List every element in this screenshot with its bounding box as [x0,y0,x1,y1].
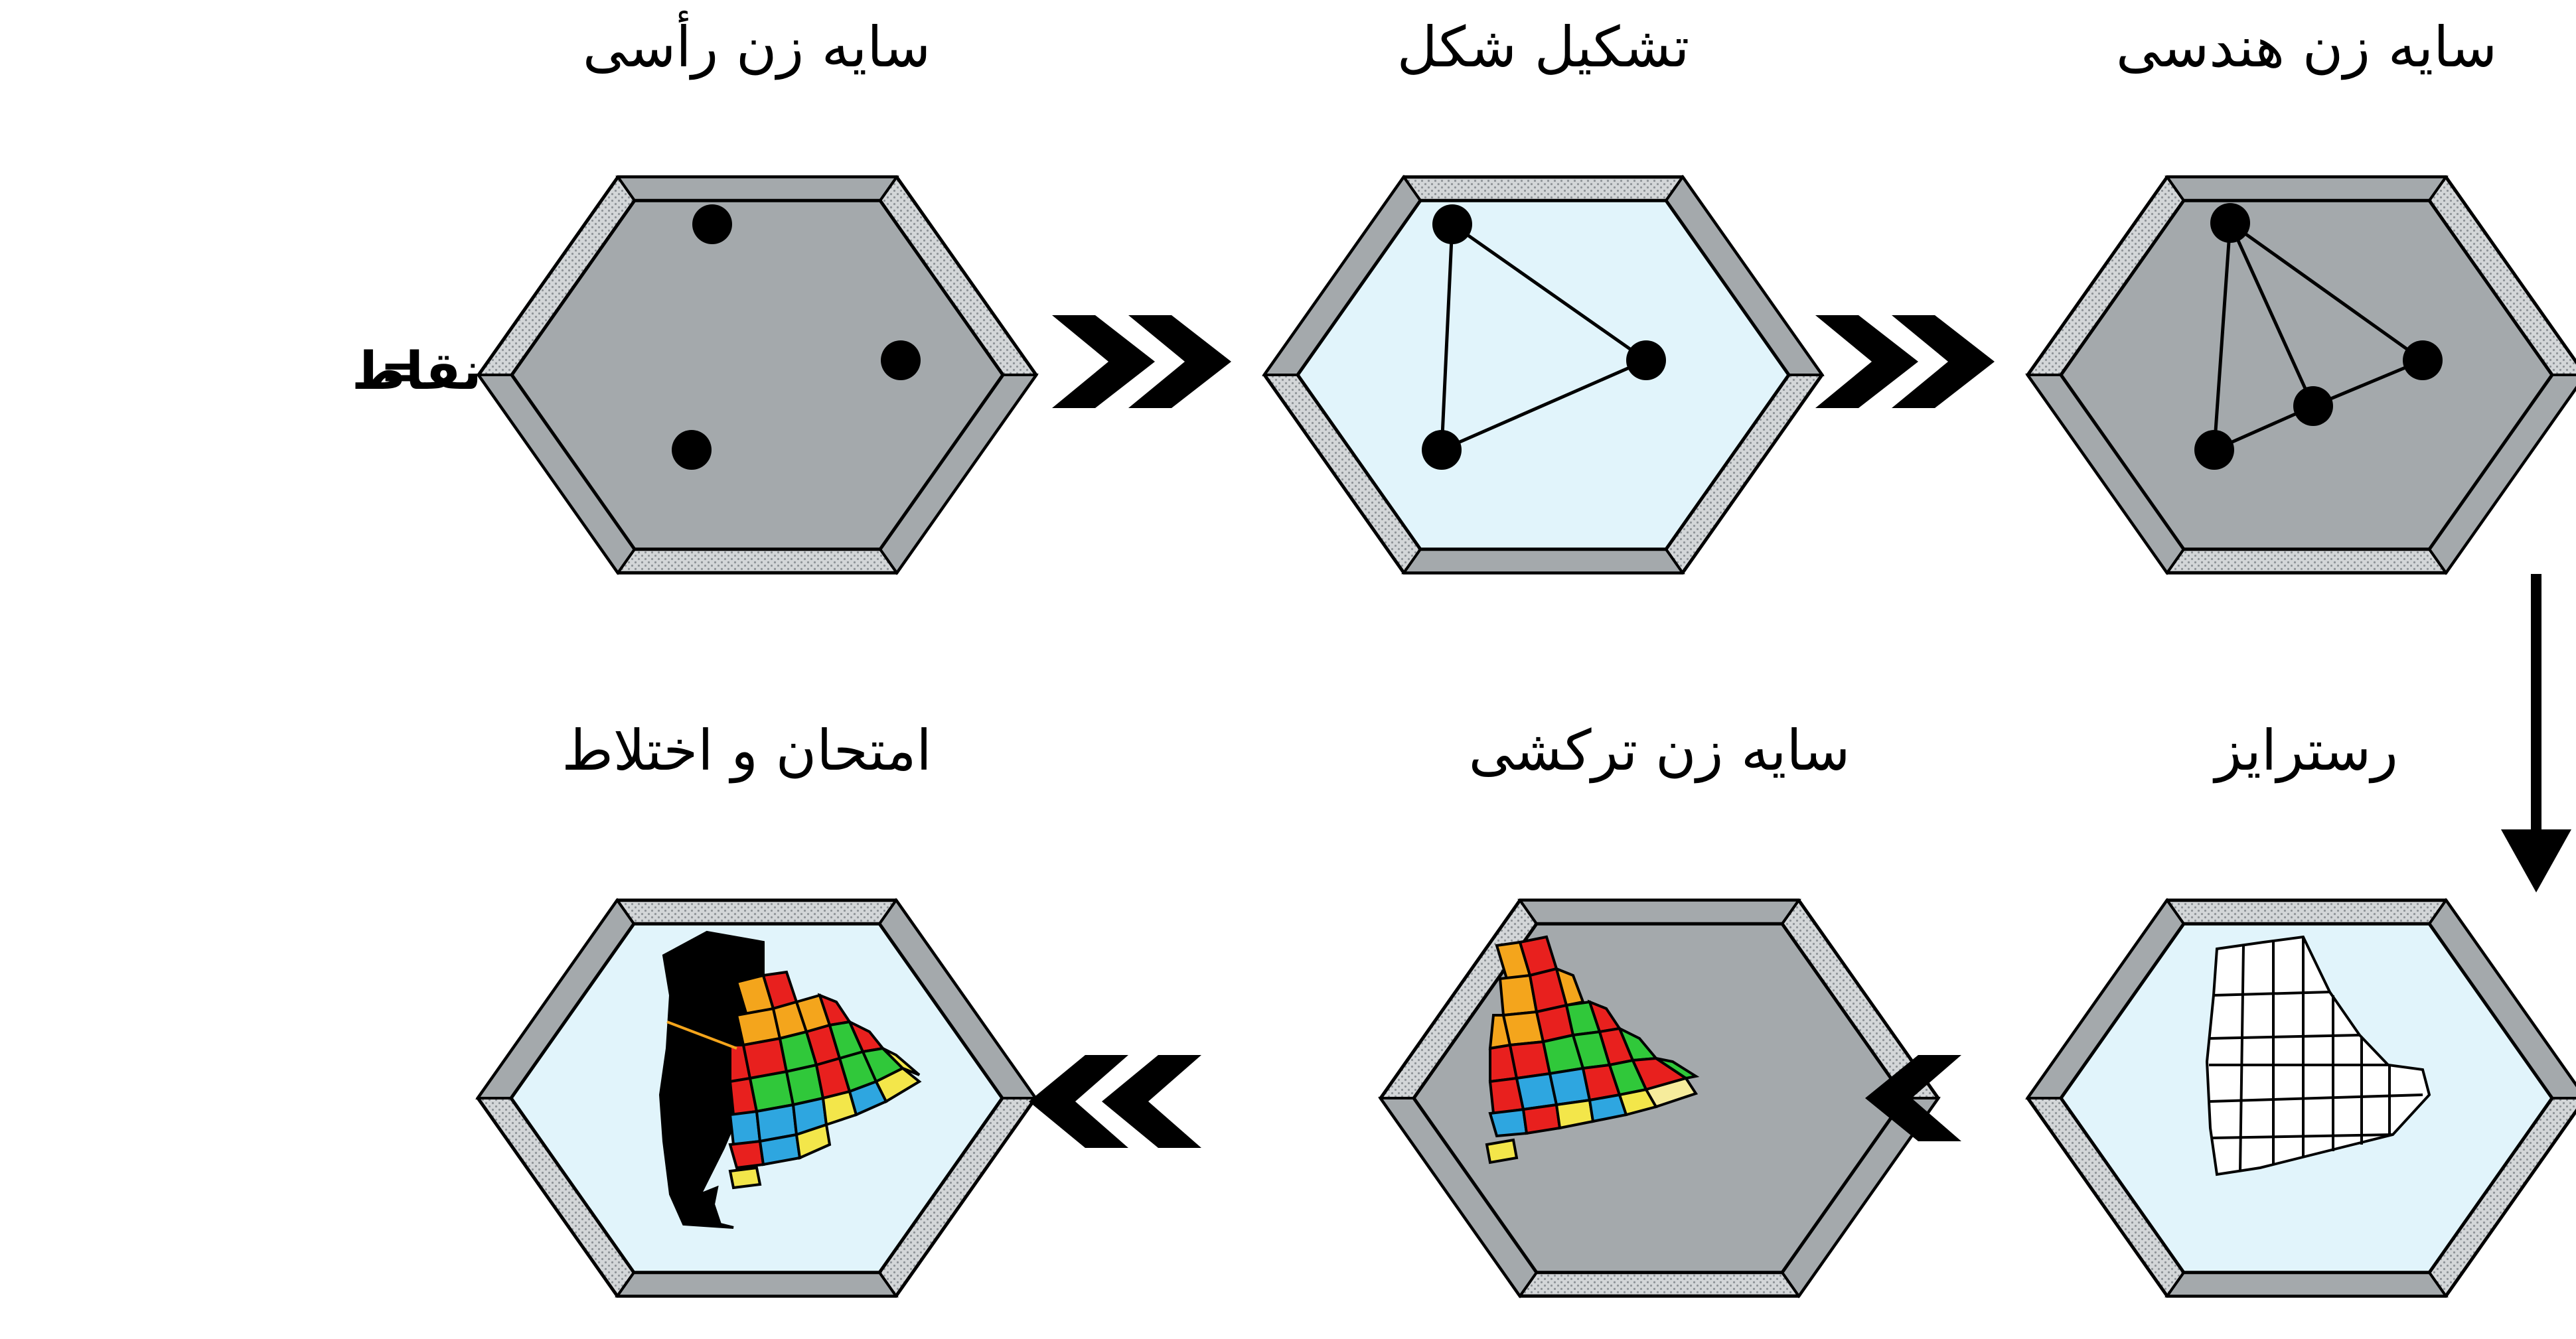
hex-corner-joint [617,176,636,202]
hex-corner-joint [1665,176,1684,202]
hex-corner-joint [2166,548,2185,574]
geometry-triangles [2194,203,2443,470]
hex-inner-face [2058,198,2555,551]
assembled-triangle [1422,204,1666,470]
hex-corner-joint [2428,899,2447,925]
hex-corner-joint [879,548,898,574]
hex-corner-joint [1519,899,1538,925]
stage-panel-shape-assembly [1262,175,1825,575]
hex-corner-joint [1781,1271,1800,1297]
hex-corner-joint [2428,176,2447,202]
chevron-left-icon [1865,1055,1961,1141]
hex-corner-joint [617,548,636,574]
hex-corner-joint [879,176,898,202]
hex-frame-segment [2164,175,2449,202]
raster-grid [2205,935,2431,1176]
hex-corner-joint [616,1271,635,1297]
double-chevron-right-icon [1815,315,1995,408]
hex-corner-joint [878,899,897,925]
stage-title-tests-and-blending: امتحان و اختلاط [562,718,932,784]
hex-inner-face [509,198,1006,551]
hex-inner-face [1295,198,1791,551]
hex-corner-joint [2166,176,2185,202]
shaded-fragments [1485,935,1700,1164]
stage-title-rasterization: رسترایز [2212,718,2398,784]
hex-frame-segment [1401,547,1685,575]
hex-frame-segment [1517,898,1801,926]
arrow-down-icon [2501,574,2571,892]
hex-corner-joint [2428,1271,2447,1297]
hex-frame-segment [615,175,899,202]
hex-corner-joint [1402,548,1422,574]
hex-frame-segment [615,1271,899,1298]
stage-title-geometry-shader: سایه زن هندسی [2116,15,2497,80]
stage-panel-geometry-shader [2025,175,2576,575]
vertex-points [672,204,921,470]
hex-corner-joint [1402,176,1422,202]
hex-corner-joint [2428,548,2447,574]
hex-corner-joint [878,1271,897,1297]
hex-corner-joint [616,899,635,925]
hex-frame-segment [2164,1271,2449,1298]
hex-corner-joint [2166,899,2185,925]
hex-corner-joint [1665,548,1684,574]
hex-corner-joint [1519,1271,1538,1297]
stage-title-vertex-shader: سایه زن رأسی [583,11,931,80]
blended-object [658,930,922,1229]
double-chevron-left-icon [1029,1055,1201,1148]
stage-title-shape-assembly: تشکیل شکل [1397,15,1690,80]
equals-sign: = [380,342,423,401]
stage-panel-vertex-shader [476,175,1039,575]
hex-corner-joint [2166,1271,2185,1297]
hex-corner-joint [1781,899,1800,925]
stage-title-fragment-shader: سایه زن ترکشی [1469,718,1851,784]
double-chevron-right-icon [1052,315,1231,408]
